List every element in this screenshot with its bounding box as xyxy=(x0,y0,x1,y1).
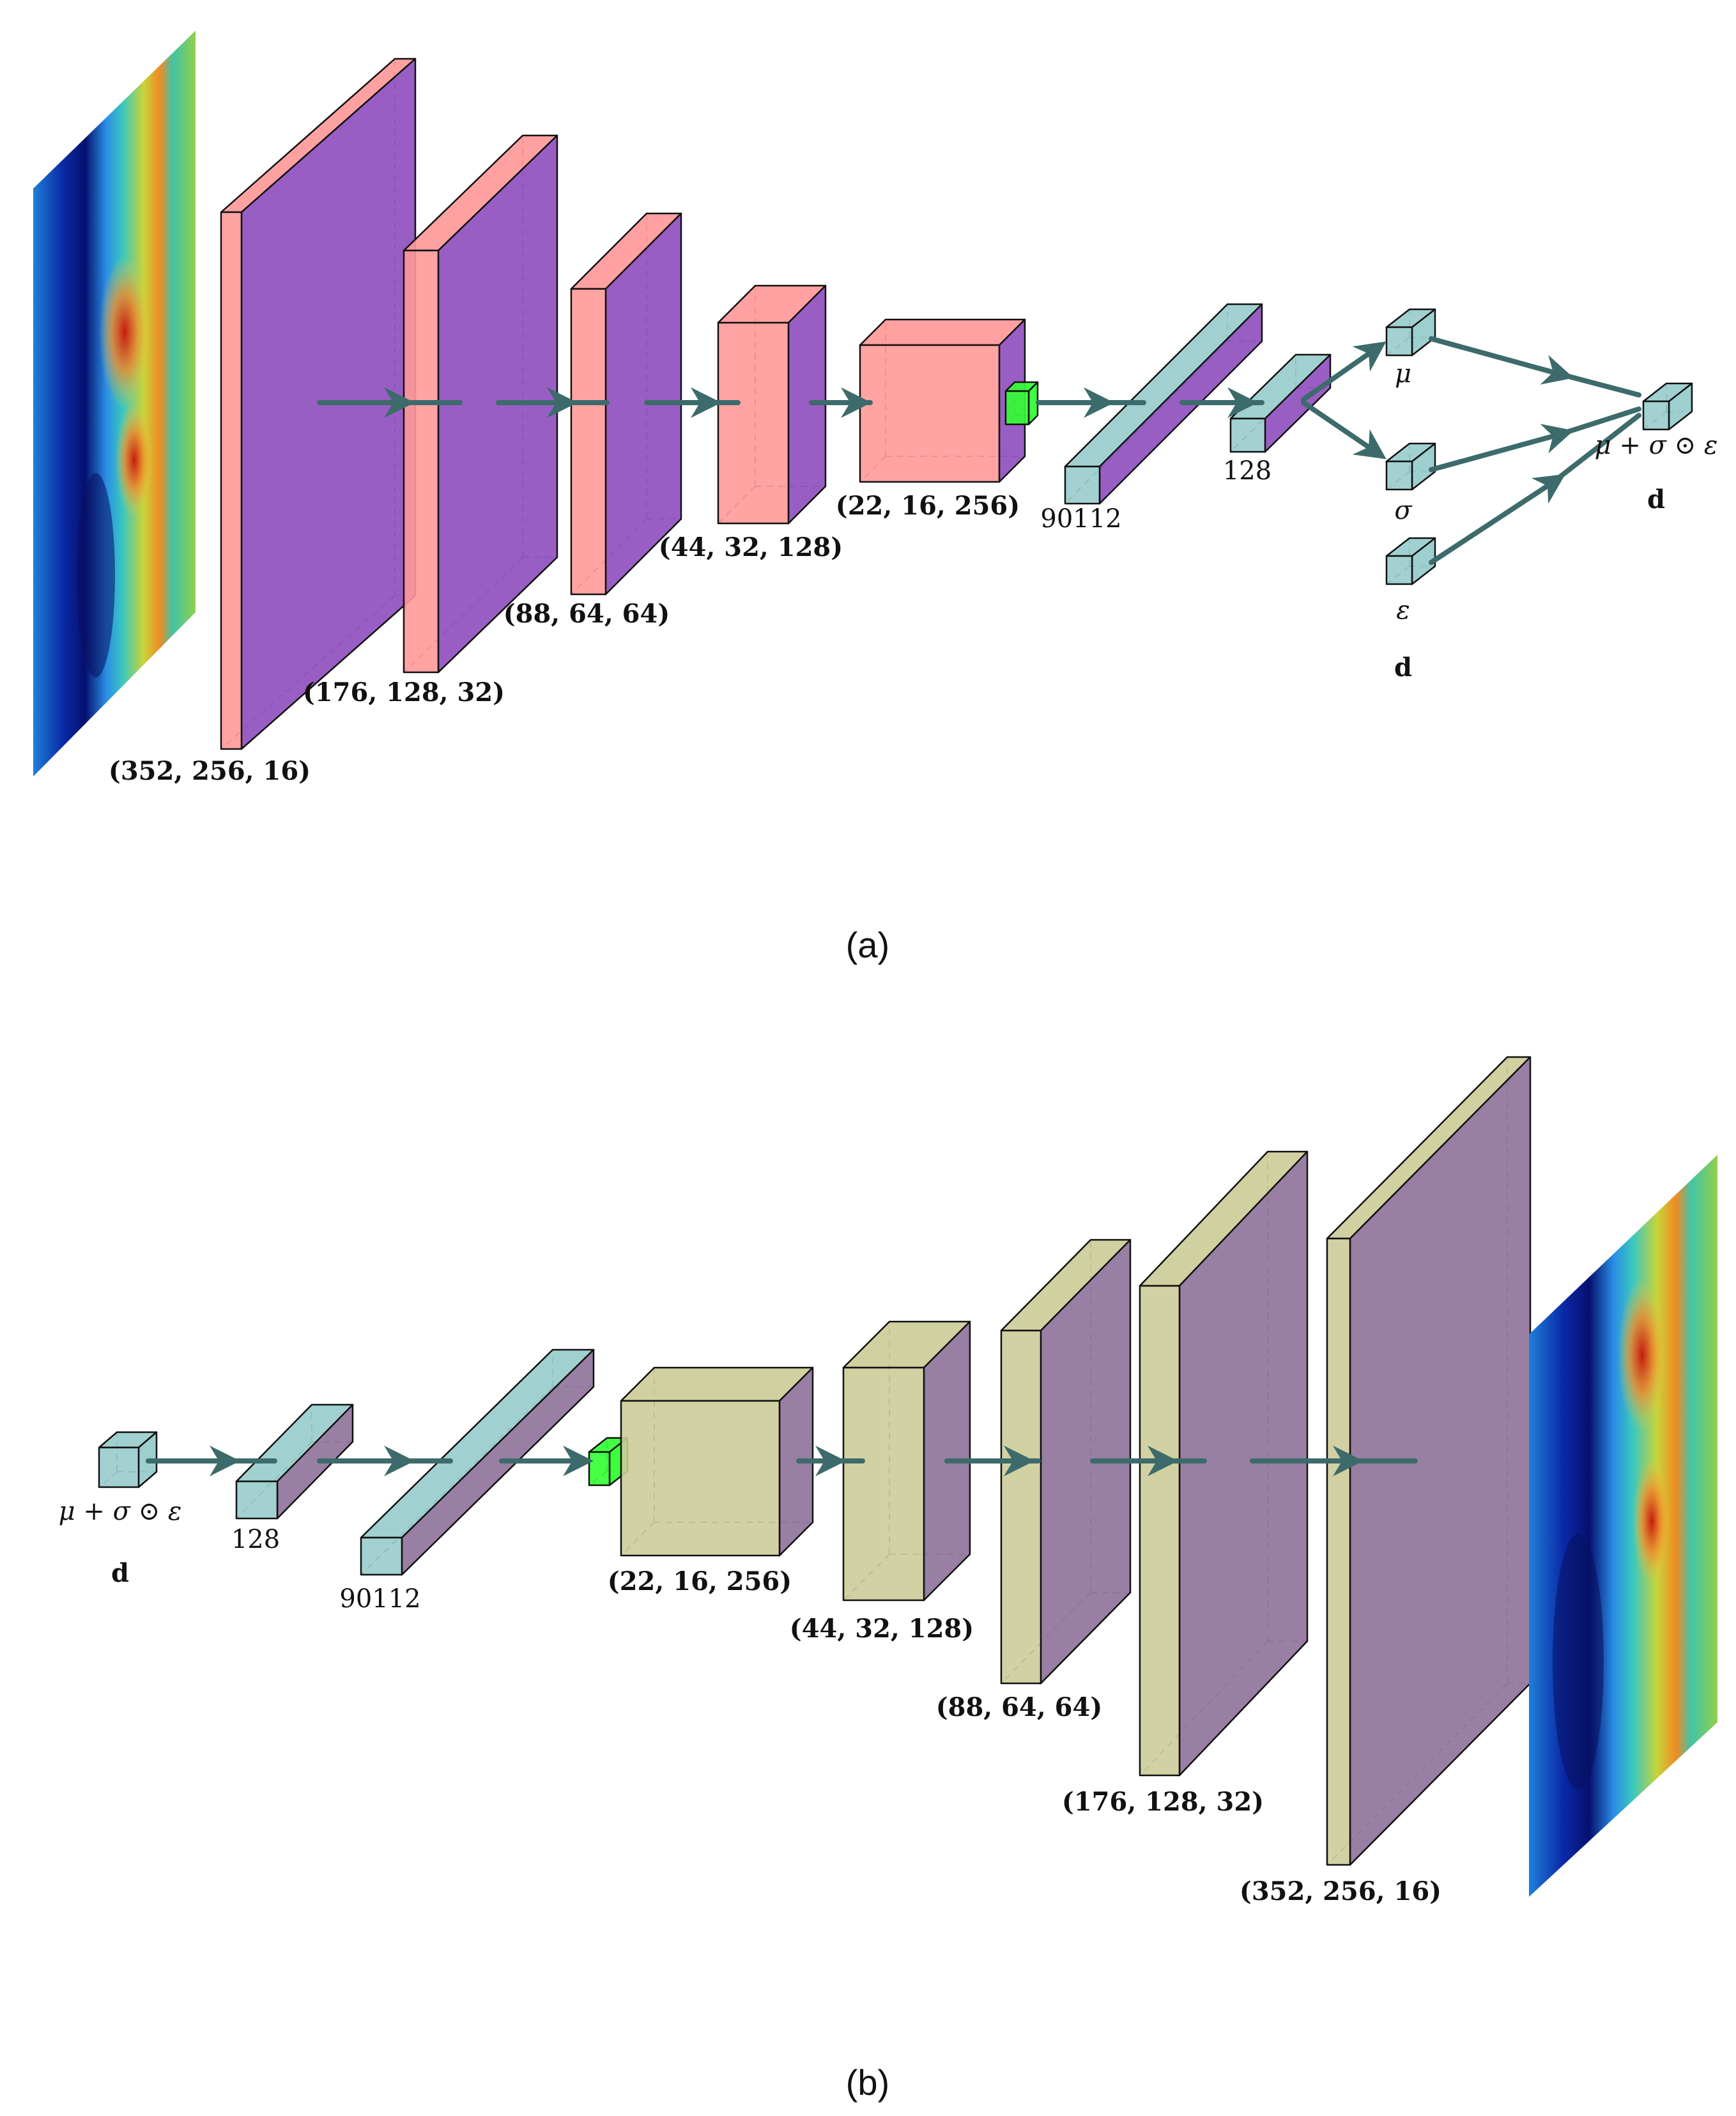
d-label-right: d xyxy=(1647,484,1665,514)
enc-seg-sigma-out xyxy=(1556,406,1641,437)
panel-b: μ + σ ⊙ ε d 128 90112 (22, 16, 256) (44,… xyxy=(59,1056,1717,2103)
caption-b: (b) xyxy=(846,2062,889,2103)
sigma-node xyxy=(1385,442,1436,491)
decoder-dense-blocks xyxy=(98,1348,595,1576)
dec-flatten-label: 90112 xyxy=(339,1584,420,1614)
dec-layer-label-4: (176, 128, 32) xyxy=(1062,1787,1264,1817)
enc-layer-label-5: (22, 16, 256) xyxy=(836,491,1020,521)
mu-label: μ xyxy=(1395,359,1411,389)
dec-dense-label: 128 xyxy=(231,1525,280,1554)
enc-seg-mu-out xyxy=(1556,371,1641,398)
encoder-conv-blocks xyxy=(220,58,1039,750)
dec-conv-block-4 xyxy=(1139,1150,1309,1777)
dec-d-label: d xyxy=(111,1558,129,1588)
panel-a: (352, 256, 16) (176, 128, 32) (88, 64, 6… xyxy=(33,31,1717,965)
mu-node xyxy=(1385,308,1436,357)
caption-a: (a) xyxy=(846,925,889,965)
enc-arrow-eps-out xyxy=(1429,474,1566,565)
enc-arrow-mu-out xyxy=(1429,336,1574,385)
enc-layer-label-2: (176, 128, 32) xyxy=(303,677,505,707)
enc-conv-block-5 xyxy=(859,318,1026,483)
enc-bottleneck-cube xyxy=(1004,381,1039,426)
dec-dense-block xyxy=(235,1403,354,1520)
encoder-arrows xyxy=(317,336,1641,565)
epsilon-label: ε xyxy=(1396,596,1410,625)
output-heatmap-image xyxy=(1529,1155,1717,1897)
dec-conv-block-5 xyxy=(1326,1056,1532,1866)
sigma-label: σ xyxy=(1394,496,1413,525)
enc-layer-label-3: (88, 64, 64) xyxy=(503,599,670,629)
enc-layer-label-1: (352, 256, 16) xyxy=(109,756,311,786)
dec-layer-label-5: (352, 256, 16) xyxy=(1240,1876,1441,1906)
sample-label: μ + σ ⊙ ε xyxy=(1595,431,1718,460)
dec-layer-label-1: (22, 16, 256) xyxy=(608,1566,792,1596)
epsilon-node xyxy=(1385,537,1436,585)
enc-arrow-sigma xyxy=(1301,400,1386,459)
enc-dense-label: 128 xyxy=(1223,456,1271,486)
d-label-left: d xyxy=(1394,653,1412,683)
dec-layer-label-2: (44, 32, 128) xyxy=(790,1614,974,1644)
input-heatmap-image xyxy=(33,31,196,776)
enc-seg-eps-out xyxy=(1550,413,1641,485)
dec-conv-block-1 xyxy=(620,1366,814,1557)
enc-conv-block-4 xyxy=(717,284,827,525)
sample-node xyxy=(1642,382,1693,431)
enc-conv-block-3 xyxy=(570,212,682,596)
enc-layer-label-4: (44, 32, 128) xyxy=(659,532,843,562)
enc-arrow-sigma-out xyxy=(1429,424,1574,472)
decoder-conv-blocks xyxy=(588,1056,1532,1866)
dec-conv-block-3 xyxy=(1000,1239,1132,1685)
dec-flatten-block xyxy=(360,1348,595,1576)
dec-layer-label-3: (88, 64, 64) xyxy=(936,1692,1103,1722)
dec-input-node xyxy=(98,1431,158,1488)
enc-arrow-mu xyxy=(1301,341,1386,402)
enc-flatten-label: 90112 xyxy=(1040,504,1121,534)
dec-input-label: μ + σ ⊙ ε xyxy=(59,1497,182,1526)
